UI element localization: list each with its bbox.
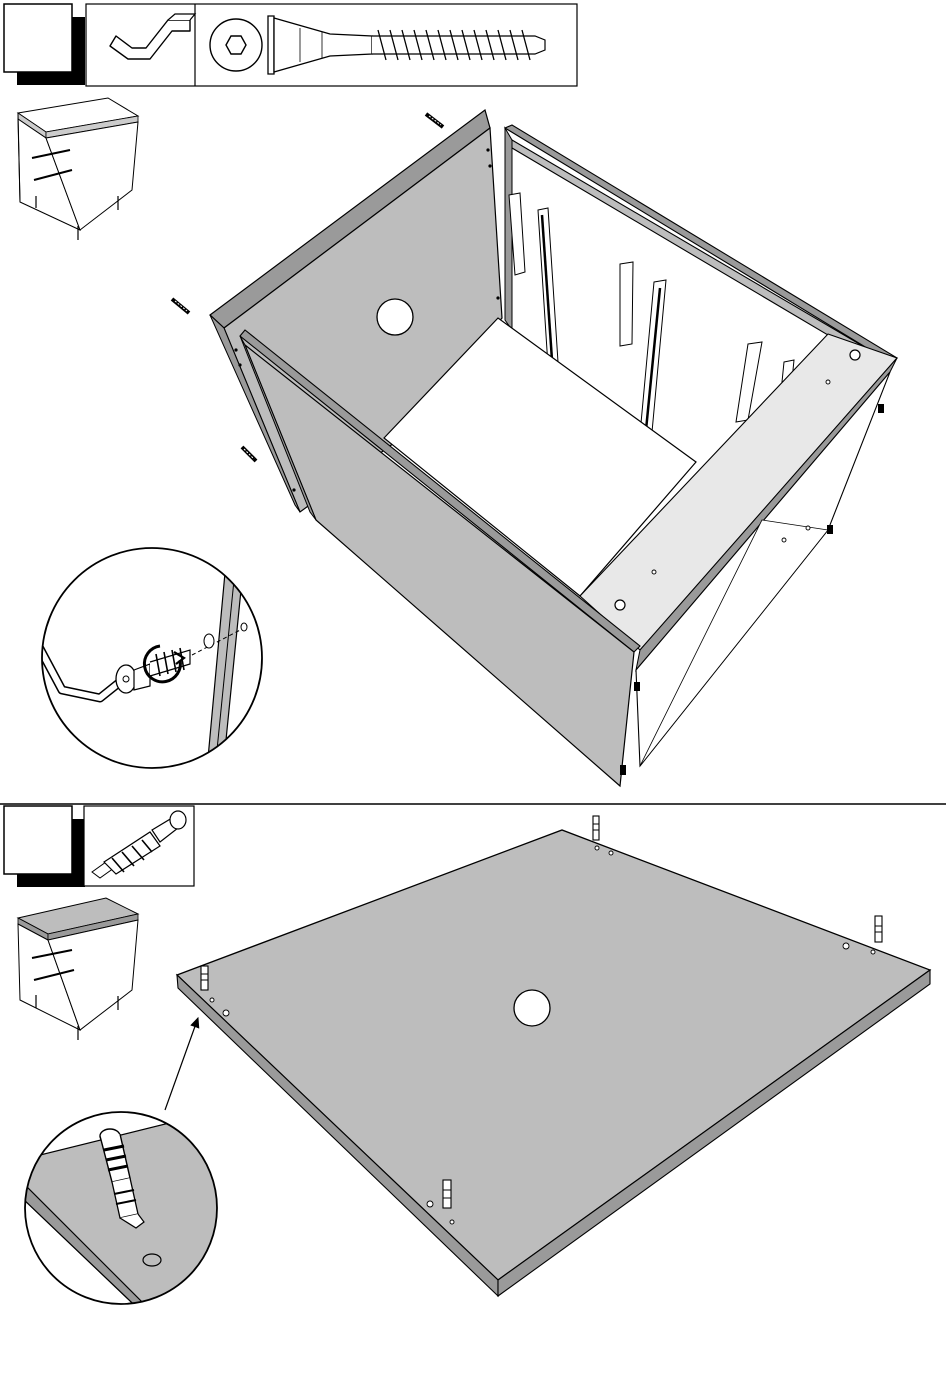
parts-box — [86, 4, 577, 86]
step-number-box — [4, 806, 85, 887]
detail-arrow — [165, 1018, 198, 1110]
dowel-bolt — [875, 916, 882, 942]
parts-box — [84, 806, 194, 886]
assembled-cabinet-icon — [18, 98, 138, 240]
cam-screw — [172, 299, 189, 313]
cable-hole — [377, 299, 413, 335]
drawer-runner — [620, 262, 666, 434]
cable-hole — [514, 990, 550, 1026]
cam-screw — [242, 447, 256, 461]
cabinet-carcass — [172, 110, 897, 786]
dowel-bolt — [593, 816, 599, 840]
cam-screw — [426, 114, 443, 127]
dowel-bolt — [443, 1180, 451, 1208]
screw-tightening-detail — [38, 540, 270, 780]
dowel-insertion-detail — [20, 1108, 230, 1320]
step-b — [4, 806, 930, 1320]
dowel-bolt — [201, 966, 208, 990]
top-panel — [177, 830, 930, 1296]
step-number-box — [4, 4, 85, 85]
step-a — [4, 4, 897, 786]
assembled-cabinet-icon — [18, 898, 138, 1040]
